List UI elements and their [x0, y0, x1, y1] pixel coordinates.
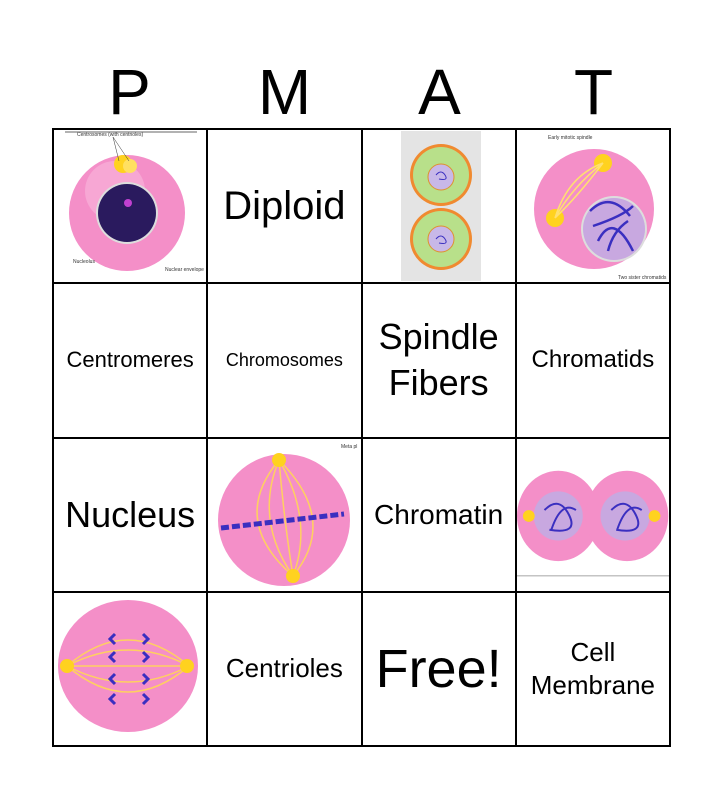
bingo-grid: Centrosomes (with centrioles) Nucleolus …	[52, 128, 671, 747]
bingo-cell[interactable]: Meta pl	[207, 437, 362, 592]
bingo-cell[interactable]	[361, 129, 516, 284]
svg-text:Nucleolus: Nucleolus	[73, 259, 95, 265]
cell-text: Chromosomes	[225, 349, 343, 370]
header-letter-a: A	[418, 56, 461, 128]
bingo-cell[interactable]	[515, 437, 670, 592]
metaphase-cell-image: Meta pl	[218, 444, 358, 586]
svg-text:Two sister chromatids: Two sister chromatids	[618, 275, 667, 281]
bingo-cell[interactable]: Nucleus	[53, 437, 208, 592]
bingo-cell[interactable]: Diploid	[207, 129, 362, 284]
svg-text:Early mitotic spindle: Early mitotic spindle	[548, 135, 593, 141]
header-letter-p: P	[108, 56, 151, 128]
bingo-cell[interactable]: Centromeres	[53, 283, 208, 438]
cell-text: Nucleus	[65, 493, 196, 535]
bingo-cell[interactable]: Chromatids	[515, 283, 670, 438]
bingo-cell[interactable]: Chromosomes	[207, 283, 362, 438]
cell-text: Chromatids	[531, 346, 655, 374]
cell-text: Centromeres	[66, 347, 194, 373]
interphase-cell-image: Centrosomes (with centrioles) Nucleolus …	[65, 131, 204, 273]
cell-text: Spindle Fibers	[378, 316, 499, 404]
bingo-cell[interactable]: Early mitotic spindle Two sister chromat…	[515, 129, 670, 284]
bingo-cell[interactable]: Centrioles	[207, 591, 362, 746]
svg-text:Centrosomes (with centrioles): Centrosomes (with centrioles)	[77, 132, 143, 138]
free-cell[interactable]: Free!	[361, 591, 516, 746]
anaphase-cell-image	[58, 599, 199, 732]
header-letter-t: T	[573, 56, 614, 128]
bingo-cell[interactable]: Centrosomes (with centrioles) Nucleolus …	[53, 129, 208, 284]
prophase-cell-image: Early mitotic spindle Two sister chromat…	[533, 135, 667, 281]
bingo-cell[interactable]: Spindle Fibers	[361, 283, 516, 438]
header-letter-m: M	[257, 56, 312, 128]
telophase-cell-image	[516, 470, 669, 576]
cell-text: Free!	[375, 638, 502, 699]
daughter-cells-image	[400, 131, 481, 282]
svg-text:Nuclear envelope: Nuclear envelope	[165, 267, 204, 273]
bingo-cell[interactable]: Cell Membrane	[515, 591, 670, 746]
cell-text: Centrioles	[225, 653, 343, 684]
svg-text:Meta pl: Meta pl	[341, 444, 357, 450]
cell-text: Chromatin	[374, 498, 504, 530]
bingo-cell[interactable]	[53, 591, 208, 746]
cell-text: Diploid	[223, 183, 346, 228]
cell-text: Cell Membrane	[530, 636, 656, 700]
bingo-cell[interactable]: Chromatin	[361, 437, 516, 592]
